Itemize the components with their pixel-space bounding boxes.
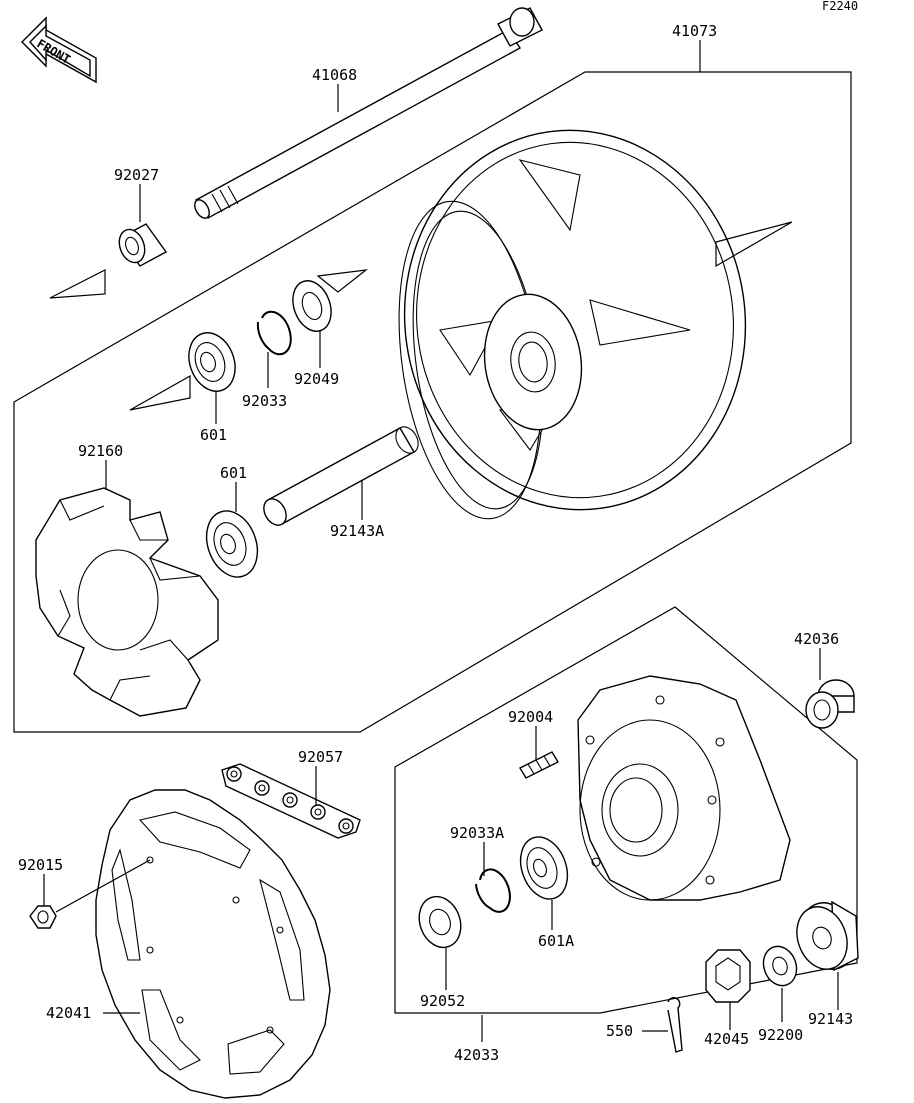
bearing-601-upper	[129, 332, 236, 411]
stud-92004	[519, 751, 559, 779]
rear-axle	[194, 7, 543, 219]
collar-92027	[49, 223, 168, 299]
circlip-92033	[256, 310, 292, 356]
collar-92143	[796, 900, 859, 972]
hub-assembly-outline	[394, 606, 858, 1014]
part-label-601-lower: 601	[220, 464, 247, 482]
wheel-damper-92160	[35, 487, 219, 717]
bearing-601A	[519, 836, 569, 900]
part-label-92200: 92200	[758, 1026, 803, 1044]
nut-92015	[29, 905, 57, 929]
wheel-assembly-outline	[13, 71, 852, 733]
rear-coupling-hub	[577, 675, 791, 901]
collar-42036	[805, 679, 855, 729]
castle-nut-42045	[705, 949, 751, 1003]
washer-92200	[762, 945, 798, 987]
part-label-92057: 92057	[298, 748, 343, 766]
part-number-labels: 41073 41068 92027 92033 92049 601 601 92…	[18, 22, 853, 1064]
part-label-92004: 92004	[508, 708, 553, 726]
part-label-92015: 92015	[18, 856, 63, 874]
diagram-code: F2240	[822, 0, 858, 13]
distance-collar-92143A	[263, 426, 419, 526]
part-label-42033: 42033	[454, 1046, 499, 1064]
part-label-92052: 92052	[420, 992, 465, 1010]
oil-seal-92052	[418, 895, 462, 949]
part-label-601A: 601A	[538, 932, 574, 950]
part-label-41068: 41068	[312, 66, 357, 84]
part-label-42036: 42036	[794, 630, 839, 648]
circlip-92033A	[475, 868, 511, 913]
part-label-42045: 42045	[704, 1030, 749, 1048]
part-label-92027: 92027	[114, 166, 159, 184]
cotter-pin-550	[667, 997, 683, 1053]
part-label-550: 550	[606, 1022, 633, 1040]
oil-seal-92049	[292, 269, 369, 332]
part-label-92033: 92033	[242, 392, 287, 410]
part-label-92160: 92160	[78, 442, 123, 460]
part-label-92033A: 92033A	[450, 824, 504, 842]
part-label-41073: 41073	[672, 22, 717, 40]
part-label-42041: 42041	[46, 1004, 91, 1022]
bearing-601-lower	[205, 510, 259, 578]
rear-sprocket-42041	[95, 789, 331, 1099]
rear-wheel-rim	[398, 129, 793, 520]
part-label-601-upper: 601	[200, 426, 227, 444]
drive-chain-92057	[221, 763, 361, 839]
leader-lines	[43, 40, 839, 1042]
part-label-92049: 92049	[294, 370, 339, 388]
part-label-92143A: 92143A	[330, 522, 384, 540]
front-direction-arrow: FRONT	[21, 16, 97, 84]
part-label-92143: 92143	[808, 1010, 853, 1028]
